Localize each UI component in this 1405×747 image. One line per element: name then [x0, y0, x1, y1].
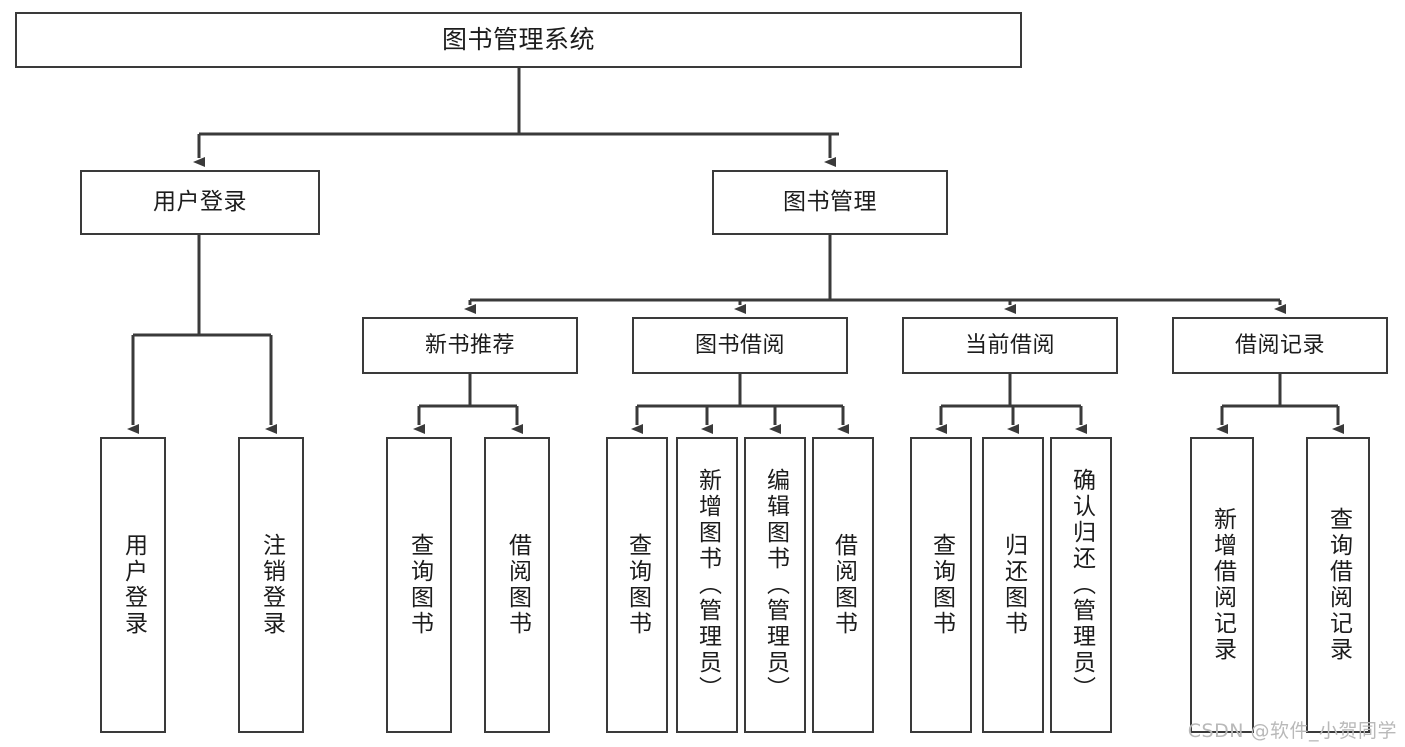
node-leaf-query-book-2[interactable]: 查询图书	[606, 437, 668, 733]
node-leaf-query-book-3[interactable]: 查询图书	[910, 437, 972, 733]
node-leaf-add-book-admin-label: 新增图书（管理员）	[694, 468, 721, 702]
node-borrow-record[interactable]: 借阅记录	[1172, 317, 1388, 374]
node-leaf-return-book-label: 归还图书	[1000, 533, 1027, 637]
node-user-login[interactable]: 用户登录	[80, 170, 320, 235]
node-leaf-user-login[interactable]: 用户登录	[100, 437, 166, 733]
node-leaf-borrow-book-2-label: 借阅图书	[830, 533, 857, 637]
node-book-borrow[interactable]: 图书借阅	[632, 317, 848, 374]
node-leaf-borrow-book-1[interactable]: 借阅图书	[484, 437, 550, 733]
watermark-text: CSDN @软件_小贺同学	[1187, 720, 1397, 742]
node-leaf-confirm-return-admin-label: 确认归还（管理员）	[1068, 468, 1095, 702]
node-leaf-confirm-return-admin[interactable]: 确认归还（管理员）	[1050, 437, 1112, 733]
node-leaf-add-borrow-record-label: 新增借阅记录	[1209, 507, 1236, 663]
node-new-book-recommend[interactable]: 新书推荐	[362, 317, 578, 374]
node-leaf-add-borrow-record[interactable]: 新增借阅记录	[1190, 437, 1254, 733]
node-leaf-return-book[interactable]: 归还图书	[982, 437, 1044, 733]
node-current-borrow[interactable]: 当前借阅	[902, 317, 1118, 374]
node-book-management[interactable]: 图书管理	[712, 170, 948, 235]
node-root-system[interactable]: 图书管理系统	[15, 12, 1022, 68]
node-leaf-edit-book-admin-label: 编辑图书（管理员）	[762, 468, 789, 702]
node-book-borrow-label: 图书借阅	[694, 332, 785, 358]
node-book-management-label: 图书管理	[783, 189, 877, 216]
node-user-login-label: 用户登录	[153, 189, 247, 216]
node-leaf-borrow-book-2[interactable]: 借阅图书	[812, 437, 874, 733]
node-root-label: 图书管理系统	[441, 24, 595, 54]
node-leaf-user-login-label: 用户登录	[120, 533, 147, 637]
node-borrow-record-label: 借阅记录	[1234, 332, 1325, 358]
node-leaf-add-book-admin[interactable]: 新增图书（管理员）	[676, 437, 738, 733]
node-leaf-query-book-1-label: 查询图书	[406, 533, 433, 637]
node-leaf-user-logout[interactable]: 注销登录	[238, 437, 304, 733]
node-new-book-recommend-label: 新书推荐	[424, 332, 515, 358]
node-leaf-query-borrow-record-label: 查询借阅记录	[1325, 507, 1352, 663]
node-leaf-user-logout-label: 注销登录	[258, 533, 285, 637]
node-leaf-query-borrow-record[interactable]: 查询借阅记录	[1306, 437, 1370, 733]
node-leaf-query-book-2-label: 查询图书	[624, 533, 651, 637]
node-leaf-edit-book-admin[interactable]: 编辑图书（管理员）	[744, 437, 806, 733]
node-leaf-query-book-1[interactable]: 查询图书	[386, 437, 452, 733]
node-leaf-query-book-3-label: 查询图书	[928, 533, 955, 637]
node-leaf-borrow-book-1-label: 借阅图书	[504, 533, 531, 637]
node-current-borrow-label: 当前借阅	[964, 332, 1055, 358]
